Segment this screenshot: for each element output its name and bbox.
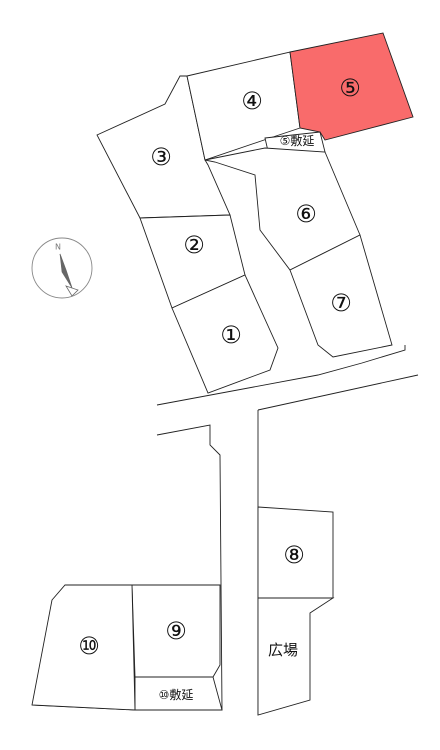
lot-5-label: ⑤ [339,74,361,102]
lot-4[interactable] [186,51,301,161]
compass-needle-south [59,253,73,289]
lot-4-label: ④ [241,87,263,115]
lot-1[interactable] [171,274,279,394]
lot-10-extension-label: ⑩敷延 [159,687,194,702]
north-compass: N [31,237,93,299]
road-edge-middle [156,424,223,711]
compass-ring [31,237,93,299]
lot-10-label: ⑩ [78,632,100,660]
plaza-label: 広場 [268,641,298,659]
lot-7-label: ⑦ [330,289,352,317]
compass-north-label: N [55,243,61,252]
plaza[interactable] [257,597,335,716]
lot-3-label: ③ [150,143,172,171]
lot-9-label: ⑨ [165,617,187,645]
compass-needle-tip [65,285,79,297]
lot-2-label: ② [183,231,205,259]
lot-6-label: ⑥ [295,200,317,228]
lot-10[interactable] [31,584,136,711]
lot-7[interactable] [289,234,393,358]
lot-5[interactable] [289,32,414,141]
lot-1-label: ① [220,321,242,349]
lot-9[interactable] [131,584,221,678]
road-edge-upper [156,345,406,406]
road-edge-right [257,374,419,411]
lot-8-label: ⑧ [283,541,305,569]
lot-5-extension-label: ⑤敷延 [280,133,315,148]
